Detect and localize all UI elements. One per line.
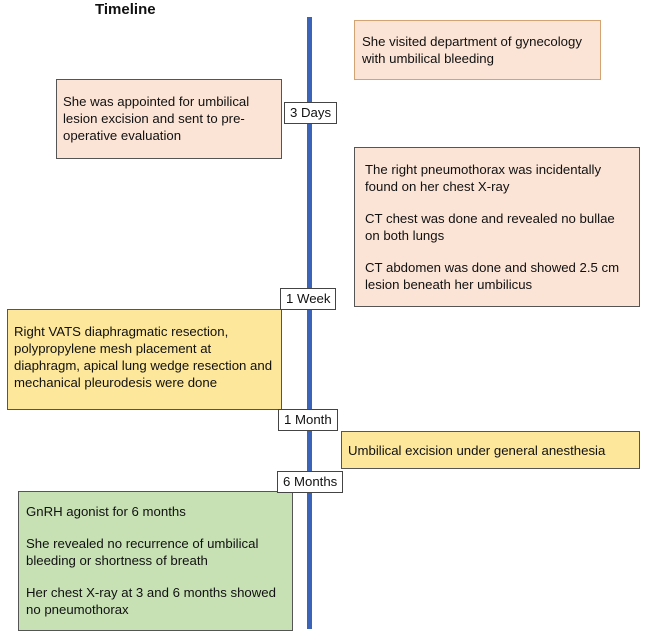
event-text: CT chest was done and revealed no bullae…: [365, 211, 615, 243]
event-text: Her chest X-ray at 3 and 6 months showed…: [26, 585, 276, 617]
event-umbilical-excision: Umbilical excision under general anesthe…: [341, 431, 640, 469]
timeline-axis: [307, 17, 312, 629]
event-imaging-findings: The right pneumothorax was incidentally …: [354, 147, 640, 307]
event-text: The right pneumothorax was incidentally …: [365, 162, 602, 194]
event-appointment: She was appointed for umbilical lesion e…: [56, 79, 282, 159]
diagram-title: Timeline: [95, 1, 156, 18]
event-text: She revealed no recurrence of umbilical …: [26, 536, 259, 568]
event-text: She visited department of gynecology wit…: [362, 34, 582, 66]
event-gynecology-visit: She visited department of gynecology wit…: [354, 20, 601, 80]
tick-1-week: 1 Week: [280, 288, 337, 310]
event-text: Right VATS diaphragmatic resection, poly…: [14, 324, 273, 390]
event-text: Umbilical excision under general anesthe…: [348, 443, 606, 458]
tick-6-months: 6 Months: [277, 471, 344, 493]
event-text: She was appointed for umbilical lesion e…: [63, 94, 250, 143]
event-vats-procedure: Right VATS diaphragmatic resection, poly…: [7, 309, 282, 410]
event-text: GnRH agonist for 6 months: [26, 504, 186, 519]
tick-1-month: 1 Month: [278, 409, 338, 431]
event-text: CT abdomen was done and showed 2.5 cm le…: [365, 260, 620, 292]
event-follow-up: GnRH agonist for 6 months She revealed n…: [18, 491, 293, 631]
tick-3-days: 3 Days: [284, 102, 338, 124]
